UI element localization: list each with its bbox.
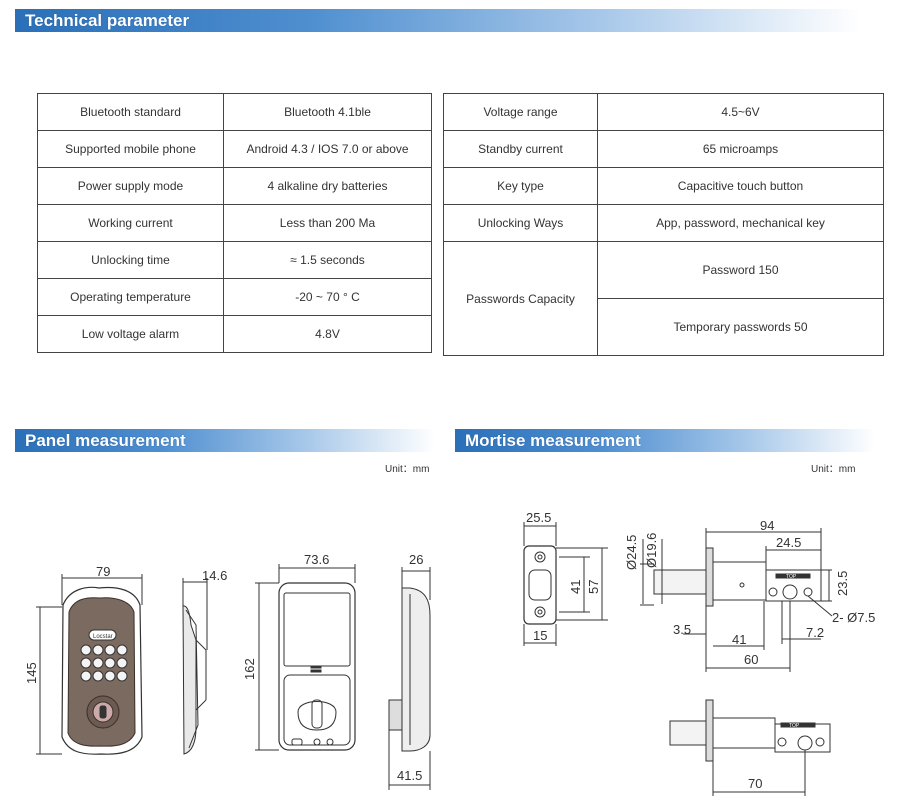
dim-plate-inner: 41 <box>568 580 583 594</box>
dim-head-height: 23.5 <box>835 571 850 596</box>
back-view <box>255 564 356 751</box>
dim-back-width: 73.6 <box>304 552 329 567</box>
spec-value: Android 4.3 / IOS 7.0 or above <box>223 130 432 168</box>
dim-side-depth: 14.6 <box>202 568 227 583</box>
dim-plate-height: 57 <box>586 580 601 594</box>
keypad-key <box>104 644 116 656</box>
keypad-key <box>80 670 92 682</box>
spec-table-right: Voltage range 4.5~6V Standby current 65 … <box>443 93 884 356</box>
panel-drawing: 79 145 14.6 73.6 162 26 41.5 Locstar <box>24 552 431 790</box>
keypad-key <box>116 644 128 656</box>
latch-side-view <box>640 528 833 672</box>
dim-front-height: 145 <box>24 662 39 684</box>
dim-back-side-bottom: 41.5 <box>397 768 422 783</box>
front-view <box>36 574 143 755</box>
dim-front-width: 79 <box>96 564 110 579</box>
dim-holes: 2- Ø7.5 <box>832 610 875 625</box>
side-view <box>182 578 208 755</box>
password-value: Password 150 <box>597 241 884 299</box>
keypad-key <box>80 644 92 656</box>
table-row: Standby current 65 microamps <box>443 130 884 168</box>
faceplate-view <box>523 522 608 646</box>
spec-label: Voltage range <box>443 93 598 131</box>
panel-unit: Unit：mm <box>385 464 430 475</box>
spec-value: 4 alkaline dry batteries <box>223 167 432 205</box>
keypad-key <box>92 657 104 669</box>
mortise-header: Mortise measurement <box>455 429 875 452</box>
dim-bottom-length: 70 <box>748 776 762 791</box>
panel-header: Panel measurement <box>15 429 435 452</box>
spec-label: Low voltage alarm <box>37 315 224 353</box>
back-side-view <box>388 567 431 790</box>
logo-text: Locstar <box>93 634 113 640</box>
spec-label: Power supply mode <box>37 167 224 205</box>
keypad-key <box>92 670 104 682</box>
dim-total-length: 94 <box>760 518 774 533</box>
spec-value: 4.5~6V <box>597 93 884 131</box>
dim-backset: 60 <box>744 652 758 667</box>
dim-dia-outer: Ø24.5 <box>624 535 639 570</box>
spec-label: Working current <box>37 204 224 242</box>
dim-dia-inner: Ø19.6 <box>644 533 659 568</box>
keypad-key <box>92 644 104 656</box>
table-row: Unlocking time≈ 1.5 seconds <box>37 241 432 279</box>
table-row: Operating temperature-20 ~ 70 ° C <box>37 278 432 316</box>
spec-value: Less than 200 Ma <box>223 204 432 242</box>
keypad-key <box>80 657 92 669</box>
spec-value: 65 microamps <box>597 130 884 168</box>
latch-bottom-view <box>669 699 831 796</box>
spec-label: Standby current <box>443 130 598 168</box>
spec-label: Supported mobile phone <box>37 130 224 168</box>
dim-back-height: 162 <box>242 658 257 680</box>
keypad-key <box>116 657 128 669</box>
keypad-key <box>104 657 116 669</box>
top-label-bottom: TOP <box>789 723 800 729</box>
table-row: Key type Capacitive touch button <box>443 167 884 205</box>
temp-password-value: Temporary passwords 50 <box>597 298 884 356</box>
spec-label: Unlocking Ways <box>443 204 598 242</box>
mortise-unit: Unit：mm <box>811 464 856 475</box>
dim-step: 3.5 <box>673 622 691 637</box>
spec-label: Key type <box>443 167 598 205</box>
spec-value: ≈ 1.5 seconds <box>223 241 432 279</box>
dim-head-length: 24.5 <box>776 535 801 550</box>
spec-label: Bluetooth standard <box>37 93 224 131</box>
spec-value: Capacitive touch button <box>597 167 884 205</box>
top-label: TOP <box>786 574 797 580</box>
table-row: Temporary passwords 50 <box>444 298 884 356</box>
passwords-label: Passwords Capacity <box>443 241 598 356</box>
dim-back-side-top: 26 <box>409 552 423 567</box>
keypad-key <box>104 670 116 682</box>
mortise-drawing: 25.5 41 57 15 Ø24.5 Ø19.6 94 24.5 23.5 3… <box>523 510 875 796</box>
spec-value: App, password, mechanical key <box>597 204 884 242</box>
dim-plate-width: 25.5 <box>526 510 551 525</box>
spec-value: 4.8V <box>223 315 432 353</box>
spec-value: -20 ~ 70 ° C <box>223 278 432 316</box>
table-row: Voltage range 4.5~6V <box>443 93 884 131</box>
dim-tail: 7.2 <box>806 625 824 640</box>
tech-header: Technical parameter <box>15 9 860 32</box>
spec-label: Operating temperature <box>37 278 224 316</box>
dim-plate-bottom: 15 <box>533 628 547 643</box>
keypad-key <box>116 670 128 682</box>
table-row: Unlocking Ways App, password, mechanical… <box>443 204 884 242</box>
dim-mid: 41 <box>732 632 746 647</box>
spec-value: Bluetooth 4.1ble <box>223 93 432 131</box>
table-row: Passwords Capacity Password 150 <box>443 241 884 356</box>
spec-label: Unlocking time <box>37 241 224 279</box>
